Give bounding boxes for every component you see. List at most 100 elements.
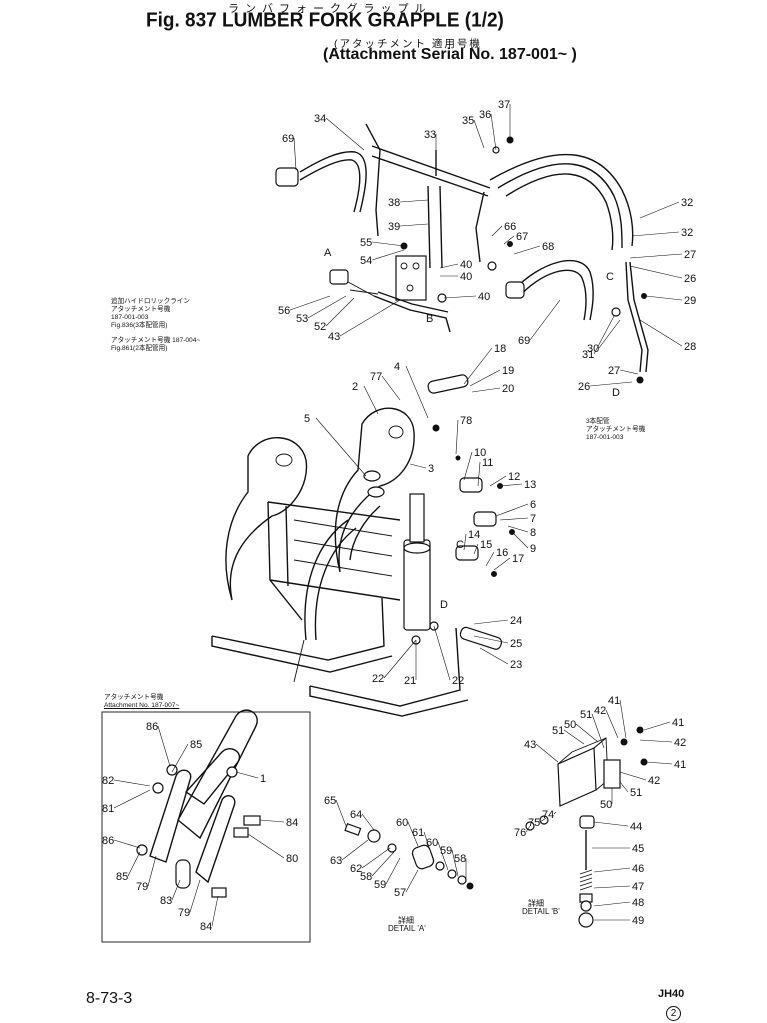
callout-leader xyxy=(399,223,429,227)
callout-frame-16: 16 xyxy=(496,547,508,559)
tine-arm-left xyxy=(304,519,357,641)
detail-a-label: DETAIL 'A' xyxy=(388,924,426,933)
callout-detail_b-41: 41 xyxy=(672,717,684,729)
oring-31 xyxy=(611,307,621,317)
callout-frame-15: 15 xyxy=(480,539,492,551)
callout-detail_b-50: 50 xyxy=(600,799,612,811)
fork-right xyxy=(309,627,469,717)
callout-detail_b-42: 42 xyxy=(648,775,660,787)
callout-detail_b-44: 44 xyxy=(630,821,642,833)
valve-block-43b xyxy=(557,747,597,807)
callout-leader xyxy=(598,319,621,349)
valve-port xyxy=(406,284,414,292)
callout-leader xyxy=(499,517,529,521)
callout-leader xyxy=(235,771,259,779)
callout-leader xyxy=(405,869,419,893)
bolt-78 xyxy=(455,455,461,461)
callout-leader xyxy=(189,879,201,913)
tube-33-down xyxy=(475,191,485,263)
detail-b-jp: 詳細 xyxy=(528,899,544,908)
hose-32-a xyxy=(489,153,634,247)
note-line: 187-001-003 xyxy=(586,434,624,441)
callout-hydraulics-31: 31 xyxy=(582,349,594,361)
callout-frame-77: 77 xyxy=(370,371,382,383)
leader-tail xyxy=(293,639,305,683)
callout-leader xyxy=(361,847,391,869)
tubes-38-39 xyxy=(427,185,443,269)
callout-leader xyxy=(473,635,509,644)
bushing-5b xyxy=(367,486,385,498)
pin-14 xyxy=(455,545,479,561)
callout-leader xyxy=(399,199,429,203)
callout-leader xyxy=(639,739,673,743)
callout-leader xyxy=(293,137,297,171)
bolt-80 xyxy=(233,827,249,838)
callout-detail_a-57: 57 xyxy=(394,887,406,899)
callout-leader xyxy=(325,297,355,327)
callout-detail_a-58: 58 xyxy=(360,871,372,883)
callout-leader xyxy=(381,375,401,401)
callout-leader xyxy=(361,813,375,831)
callout-detail_b-74: 74 xyxy=(542,809,554,821)
callout-leader xyxy=(371,851,395,877)
callout-detail_a-63: 63 xyxy=(330,855,342,867)
callout-leader xyxy=(339,299,401,337)
callout-leader xyxy=(371,249,405,261)
callout-leader xyxy=(593,315,615,355)
callout-frame-22: 22 xyxy=(372,673,384,685)
callout-leader xyxy=(563,729,585,745)
callout-detail_b-42: 42 xyxy=(674,737,686,749)
callout-frame-5: 5 xyxy=(304,413,310,425)
callout-leader xyxy=(593,867,631,873)
callout-leader xyxy=(113,789,151,809)
callout-leader xyxy=(371,241,405,247)
bushing-5 xyxy=(363,470,381,482)
title-ruby: ランバフォークグラップル xyxy=(228,3,432,15)
callout-detail_b-51: 51 xyxy=(630,787,642,799)
callout-hydraulics-27: 27 xyxy=(684,249,696,261)
callout-leader xyxy=(405,365,429,419)
callout-hydraulics-28: 28 xyxy=(684,341,696,353)
hose-fitting-69 xyxy=(275,167,299,187)
callout-leader xyxy=(259,819,285,823)
callout-hydraulics-32: 32 xyxy=(681,227,693,239)
callout-leader xyxy=(479,647,509,665)
callout-leader xyxy=(433,625,451,681)
plug-57 xyxy=(466,882,474,890)
tube-b xyxy=(373,291,451,333)
callout-leader xyxy=(491,225,503,237)
callout-leader xyxy=(407,821,419,847)
callout-hydraulics-37: 37 xyxy=(498,99,510,111)
oring-60 xyxy=(435,861,445,871)
bolt-67 xyxy=(507,241,513,247)
callout-detail_a-64: 64 xyxy=(350,809,362,821)
callout-leader xyxy=(489,475,507,487)
callout-hydraulics-26: 26 xyxy=(684,273,696,285)
callout-hydraulics-69: 69 xyxy=(282,133,294,145)
callout-leader xyxy=(463,533,467,551)
bushing-83 xyxy=(175,859,191,889)
callout-leader xyxy=(639,201,680,219)
washer-82 xyxy=(152,782,164,794)
tube-34 xyxy=(365,123,381,237)
callout-leader xyxy=(171,743,189,773)
callout-frame-9: 9 xyxy=(530,543,536,555)
callout-inset-86: 86 xyxy=(102,835,114,847)
callout-hydraulics-35: 35 xyxy=(462,115,474,127)
callout-hydraulics-B: B xyxy=(426,313,433,325)
grapple-arm-left xyxy=(225,437,308,601)
tube-28 xyxy=(625,261,643,373)
callout-leader xyxy=(455,419,459,455)
callout-leader xyxy=(463,451,473,481)
callout-leader xyxy=(385,857,401,885)
plate-1 xyxy=(177,709,258,840)
backrest-frame xyxy=(267,501,401,621)
note-line: アタッチメント号機 xyxy=(104,694,164,701)
sheet-number-circle: 2 xyxy=(666,1006,681,1021)
callout-hydraulics-A: A xyxy=(324,247,332,259)
callout-frame-11: 11 xyxy=(482,457,493,469)
callout-leader xyxy=(113,839,141,849)
callout-hydraulics-40: 40 xyxy=(478,291,490,303)
callout-frame-23: 23 xyxy=(510,659,522,671)
bolt-84-top xyxy=(243,815,261,826)
